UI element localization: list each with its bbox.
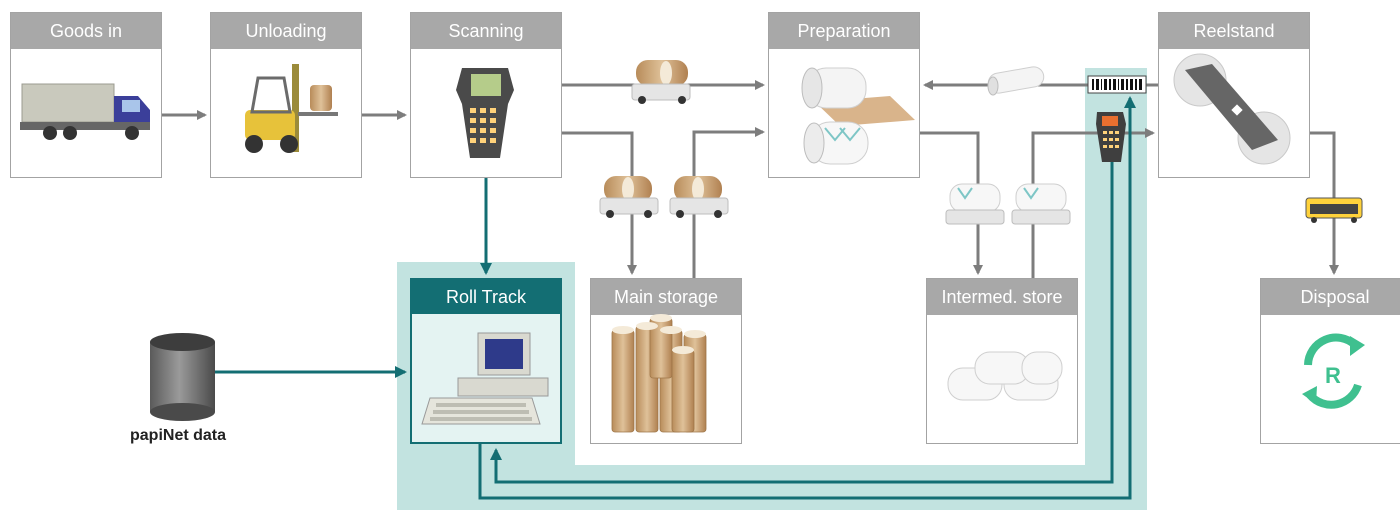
- waste-cart-icon: [1305, 197, 1363, 223]
- arrow-preparation-to-intermed-store: [920, 131, 983, 275]
- roll-cart-icon: [669, 176, 729, 218]
- recycle-icon: R: [1302, 333, 1365, 409]
- data-arrow-roll-track-to-reelstand: [478, 96, 1136, 500]
- reelstand-icon: [1173, 53, 1291, 165]
- truck-icon: [20, 83, 150, 140]
- arrow-scanning-to-main-storage: [562, 131, 637, 275]
- paper-roll-unwrap-icon: [801, 67, 915, 126]
- wrapped-roll-cart-icon: [1011, 183, 1071, 225]
- recycle-letter: R: [1325, 363, 1341, 388]
- stage-title: Roll Track: [412, 280, 560, 314]
- roll-track-highlight-band-bottom: [397, 465, 1147, 510]
- stage-title: Main storage: [591, 279, 741, 315]
- wrapped-roll-cart-icon: [945, 183, 1005, 225]
- stage-title: Unloading: [211, 13, 361, 49]
- empty-core-icon: [987, 66, 1045, 96]
- database-icon: [150, 333, 215, 421]
- small-scanner-icon: [1096, 112, 1126, 162]
- arrow-reelstand-to-disposal: [1310, 131, 1339, 275]
- wrapped-rolls-icon: [947, 351, 1063, 401]
- data-arrow-scanner-to-roll-track: [490, 162, 1114, 484]
- stage-title: Preparation: [769, 13, 919, 49]
- barcode-icon: [1087, 75, 1147, 94]
- handheld-scanner-icon: [456, 68, 514, 158]
- desktop-computer-icon: [421, 332, 549, 425]
- wrapped-paper-roll-icon: [803, 121, 869, 165]
- stage-title: Scanning: [411, 13, 561, 49]
- roll-cart-icon: [631, 60, 691, 104]
- roll-cart-icon: [599, 176, 659, 218]
- stage-title: Intermed. store: [927, 279, 1077, 315]
- stage-title: Goods in: [11, 13, 161, 49]
- arrow-main-storage-to-preparation: [692, 127, 765, 278]
- stage-goods-in: Goods in: [10, 12, 162, 178]
- stage-title: Disposal: [1261, 279, 1400, 315]
- forklift-icon: [245, 64, 338, 153]
- stage-title: Reelstand: [1159, 13, 1309, 49]
- papinet-data-label: papiNet data: [130, 427, 227, 444]
- stage-disposal: Disposal: [1260, 278, 1400, 444]
